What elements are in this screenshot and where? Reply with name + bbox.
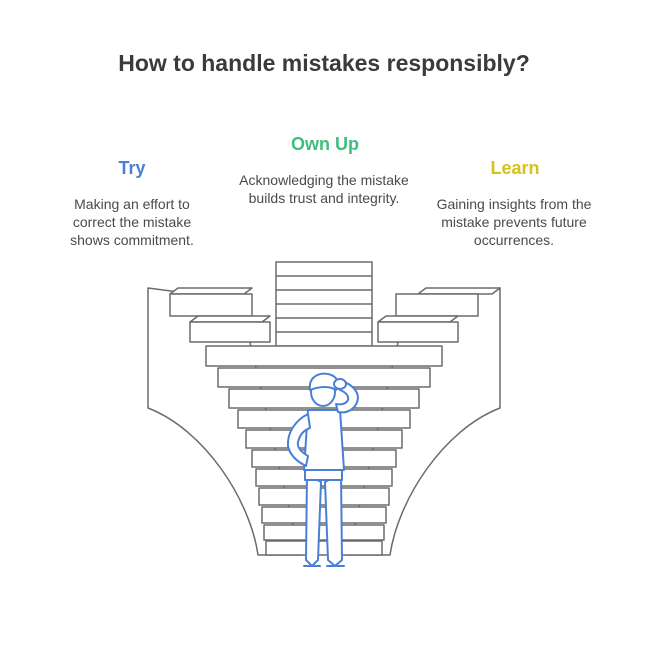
step-description-learn: Gaining insights from the mistake preven… <box>436 196 592 248</box>
page-title: How to handle mistakes responsibly? <box>118 50 530 76</box>
left-steps <box>169 287 271 343</box>
torso <box>303 409 345 471</box>
left-arm <box>286 413 311 467</box>
step-heading-learn: Learn <box>490 158 540 178</box>
left-leg <box>305 473 322 567</box>
right-leg <box>324 473 343 567</box>
person-figure <box>286 372 359 567</box>
center-column <box>275 261 373 347</box>
step-description-try: Making an effort to correct the mistake … <box>70 196 194 248</box>
step-heading-own-up: Own Up <box>291 134 359 154</box>
step-description-own-up: Acknowledging the mistake builds trust a… <box>239 172 409 206</box>
right-steps <box>377 287 501 343</box>
step-heading-try: Try <box>118 158 146 178</box>
